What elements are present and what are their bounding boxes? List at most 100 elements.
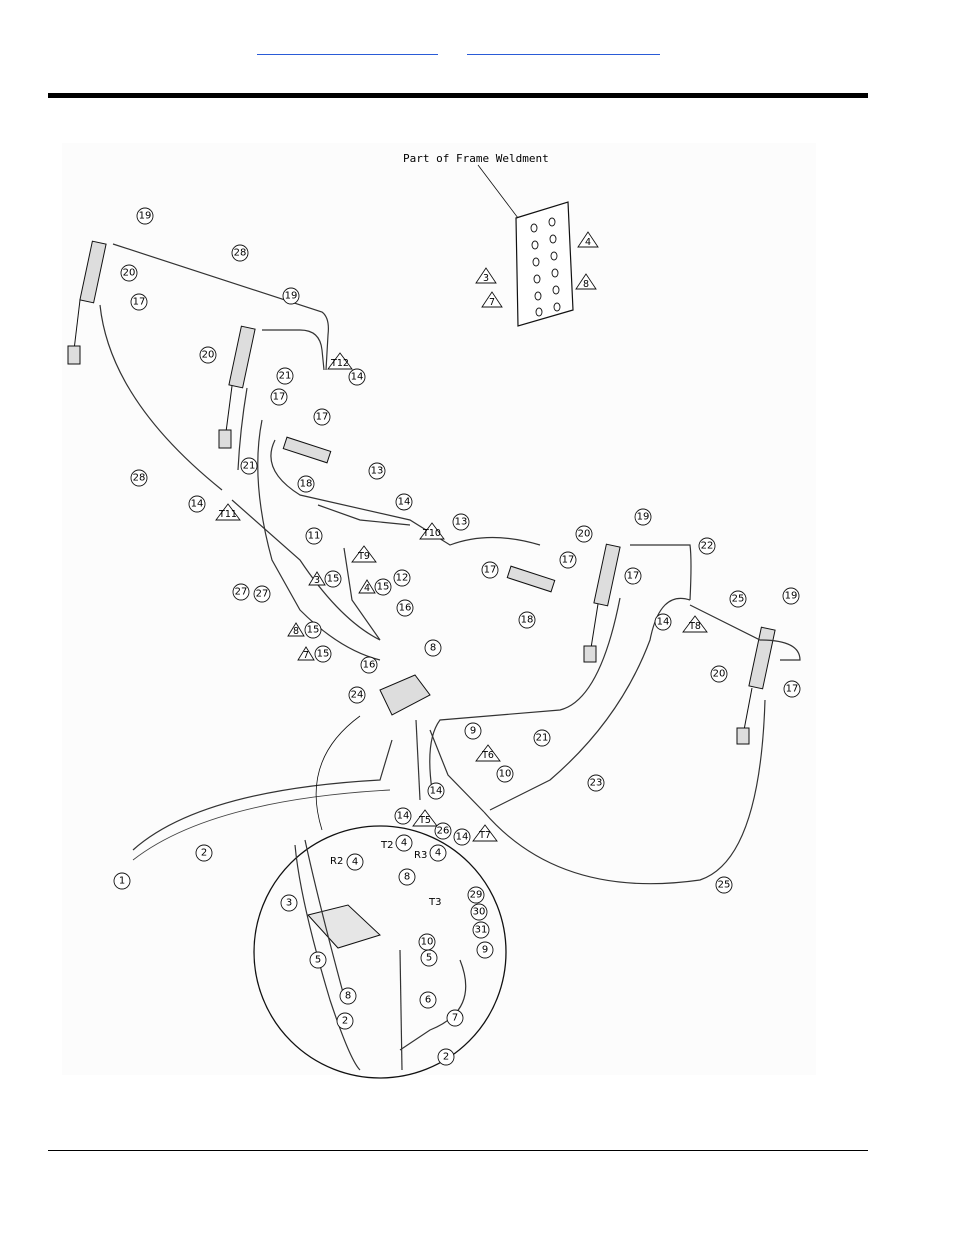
- callout-text: 14: [397, 811, 410, 822]
- part-bubble-20: 20: [200, 347, 216, 363]
- part-bubble-25: 25: [716, 877, 732, 893]
- part-bubble-18: 18: [298, 476, 314, 492]
- part-bubble-8: 8: [340, 988, 356, 1004]
- part-bubble-1: 1: [114, 873, 130, 889]
- part-bubble-4: 4: [347, 854, 363, 870]
- callout-text: 12: [396, 573, 409, 584]
- callout-text: 14: [430, 786, 443, 797]
- callout-text: 22: [701, 541, 714, 552]
- callout-text: 7: [489, 297, 495, 308]
- part-bubble-17: 17: [560, 552, 576, 568]
- part-bubble-14: 14: [349, 369, 365, 385]
- triangle-label-4: 4: [578, 232, 598, 248]
- part-bubble-9: 9: [465, 723, 481, 739]
- part-bubble-19: 19: [635, 509, 651, 525]
- callout-text: 20: [713, 669, 726, 680]
- cylinder-left-mid: [219, 326, 255, 448]
- callout-text: 17: [273, 392, 286, 403]
- triangle-label-7: 7: [482, 292, 502, 308]
- callout-text: T5: [418, 815, 431, 826]
- part-bubble-17: 17: [271, 389, 287, 405]
- callout-text: 28: [133, 473, 146, 484]
- detail-block: [308, 905, 380, 948]
- callout-text: 10: [421, 937, 434, 948]
- callout-text: 8: [583, 279, 589, 290]
- part-bubble-14: 14: [189, 496, 205, 512]
- callout-text: 18: [300, 479, 313, 490]
- part-bubble-17: 17: [314, 409, 330, 425]
- callout-text: 7: [303, 650, 309, 661]
- callout-text: 15: [377, 582, 390, 593]
- part-bubble-21: 21: [241, 458, 257, 474]
- part-bubble-2: 2: [438, 1049, 454, 1065]
- part-bubble-12: 12: [394, 570, 410, 586]
- part-bubble-14: 14: [655, 614, 671, 630]
- part-bubble-14: 14: [428, 783, 444, 799]
- part-bubble-14: 14: [396, 494, 412, 510]
- part-bubble-4: 4: [430, 845, 446, 861]
- part-bubble-19: 19: [783, 588, 799, 604]
- part-bubble-21: 21: [534, 730, 550, 746]
- part-bubble-15: 15: [315, 646, 331, 662]
- triangle-label-T10: T10: [420, 523, 444, 539]
- part-bubble-17: 17: [784, 681, 800, 697]
- callout-text: T9: [357, 551, 370, 562]
- part-bubble-5: 5: [310, 952, 326, 968]
- callout-text: 27: [235, 587, 248, 598]
- callout-text: 30: [473, 907, 486, 918]
- triangle-label-4b: 4: [359, 580, 375, 594]
- cylinder-small-1: [283, 437, 330, 463]
- part-bubble-27: 27: [254, 586, 270, 602]
- part-bubble-9: 9: [477, 942, 493, 958]
- callout-text: 4: [585, 237, 591, 248]
- callout-text: 17: [786, 684, 799, 695]
- callout-text: 3: [314, 575, 320, 586]
- callout-text: 16: [399, 603, 412, 614]
- port-label-T3: T3: [428, 897, 441, 908]
- callout-text: T10: [422, 528, 441, 539]
- callout-text: 5: [315, 955, 321, 966]
- part-bubble-21: 21: [277, 368, 293, 384]
- callout-text: 20: [578, 529, 591, 540]
- part-bubble-11: 11: [306, 528, 322, 544]
- callout-text: 4: [435, 848, 441, 859]
- callout-text: 8: [430, 643, 436, 654]
- callout-text: T8: [688, 621, 701, 632]
- detail-circle: [254, 826, 506, 1078]
- callout-text: 2: [443, 1052, 449, 1063]
- part-bubble-31: 31: [473, 922, 489, 938]
- triangle-label-3b: 3: [309, 572, 325, 586]
- cylinder-small-2: [507, 566, 554, 592]
- callout-text: 19: [139, 211, 152, 222]
- port-label-R2: R2: [330, 856, 343, 867]
- callout-text: 21: [536, 733, 549, 744]
- cylinder-right-low: [737, 627, 775, 744]
- triangle-label-T9: T9: [352, 546, 376, 562]
- part-bubble-8: 8: [399, 869, 415, 885]
- callout-text: 9: [482, 945, 488, 956]
- part-bubble-8: 8: [425, 640, 441, 656]
- callout-text: 17: [562, 555, 575, 566]
- part-bubble-17: 17: [625, 568, 641, 584]
- callout-text: 20: [123, 268, 136, 279]
- part-bubble-14: 14: [395, 808, 411, 824]
- part-bubble-6: 6: [420, 992, 436, 1008]
- callout-text: 20: [202, 350, 215, 361]
- triangle-label-T5: T5: [413, 810, 437, 826]
- triangle-label-7b: 7: [298, 647, 314, 661]
- callout-text: 31: [475, 925, 488, 936]
- triangle-label-T6: T6: [476, 745, 500, 761]
- callout-text: 21: [279, 371, 292, 382]
- part-bubble-27: 27: [233, 584, 249, 600]
- callout-text: 25: [718, 880, 731, 891]
- callout-text: 2: [342, 1016, 348, 1027]
- callout-text: 19: [285, 291, 298, 302]
- callout-text: 2: [201, 848, 207, 859]
- part-bubble-18: 18: [519, 612, 535, 628]
- callout-text: 11: [308, 531, 321, 542]
- part-bubble-16: 16: [361, 657, 377, 673]
- part-bubble-19: 19: [283, 288, 299, 304]
- callout-text: 3: [286, 898, 292, 909]
- callout-text: T6: [481, 750, 494, 761]
